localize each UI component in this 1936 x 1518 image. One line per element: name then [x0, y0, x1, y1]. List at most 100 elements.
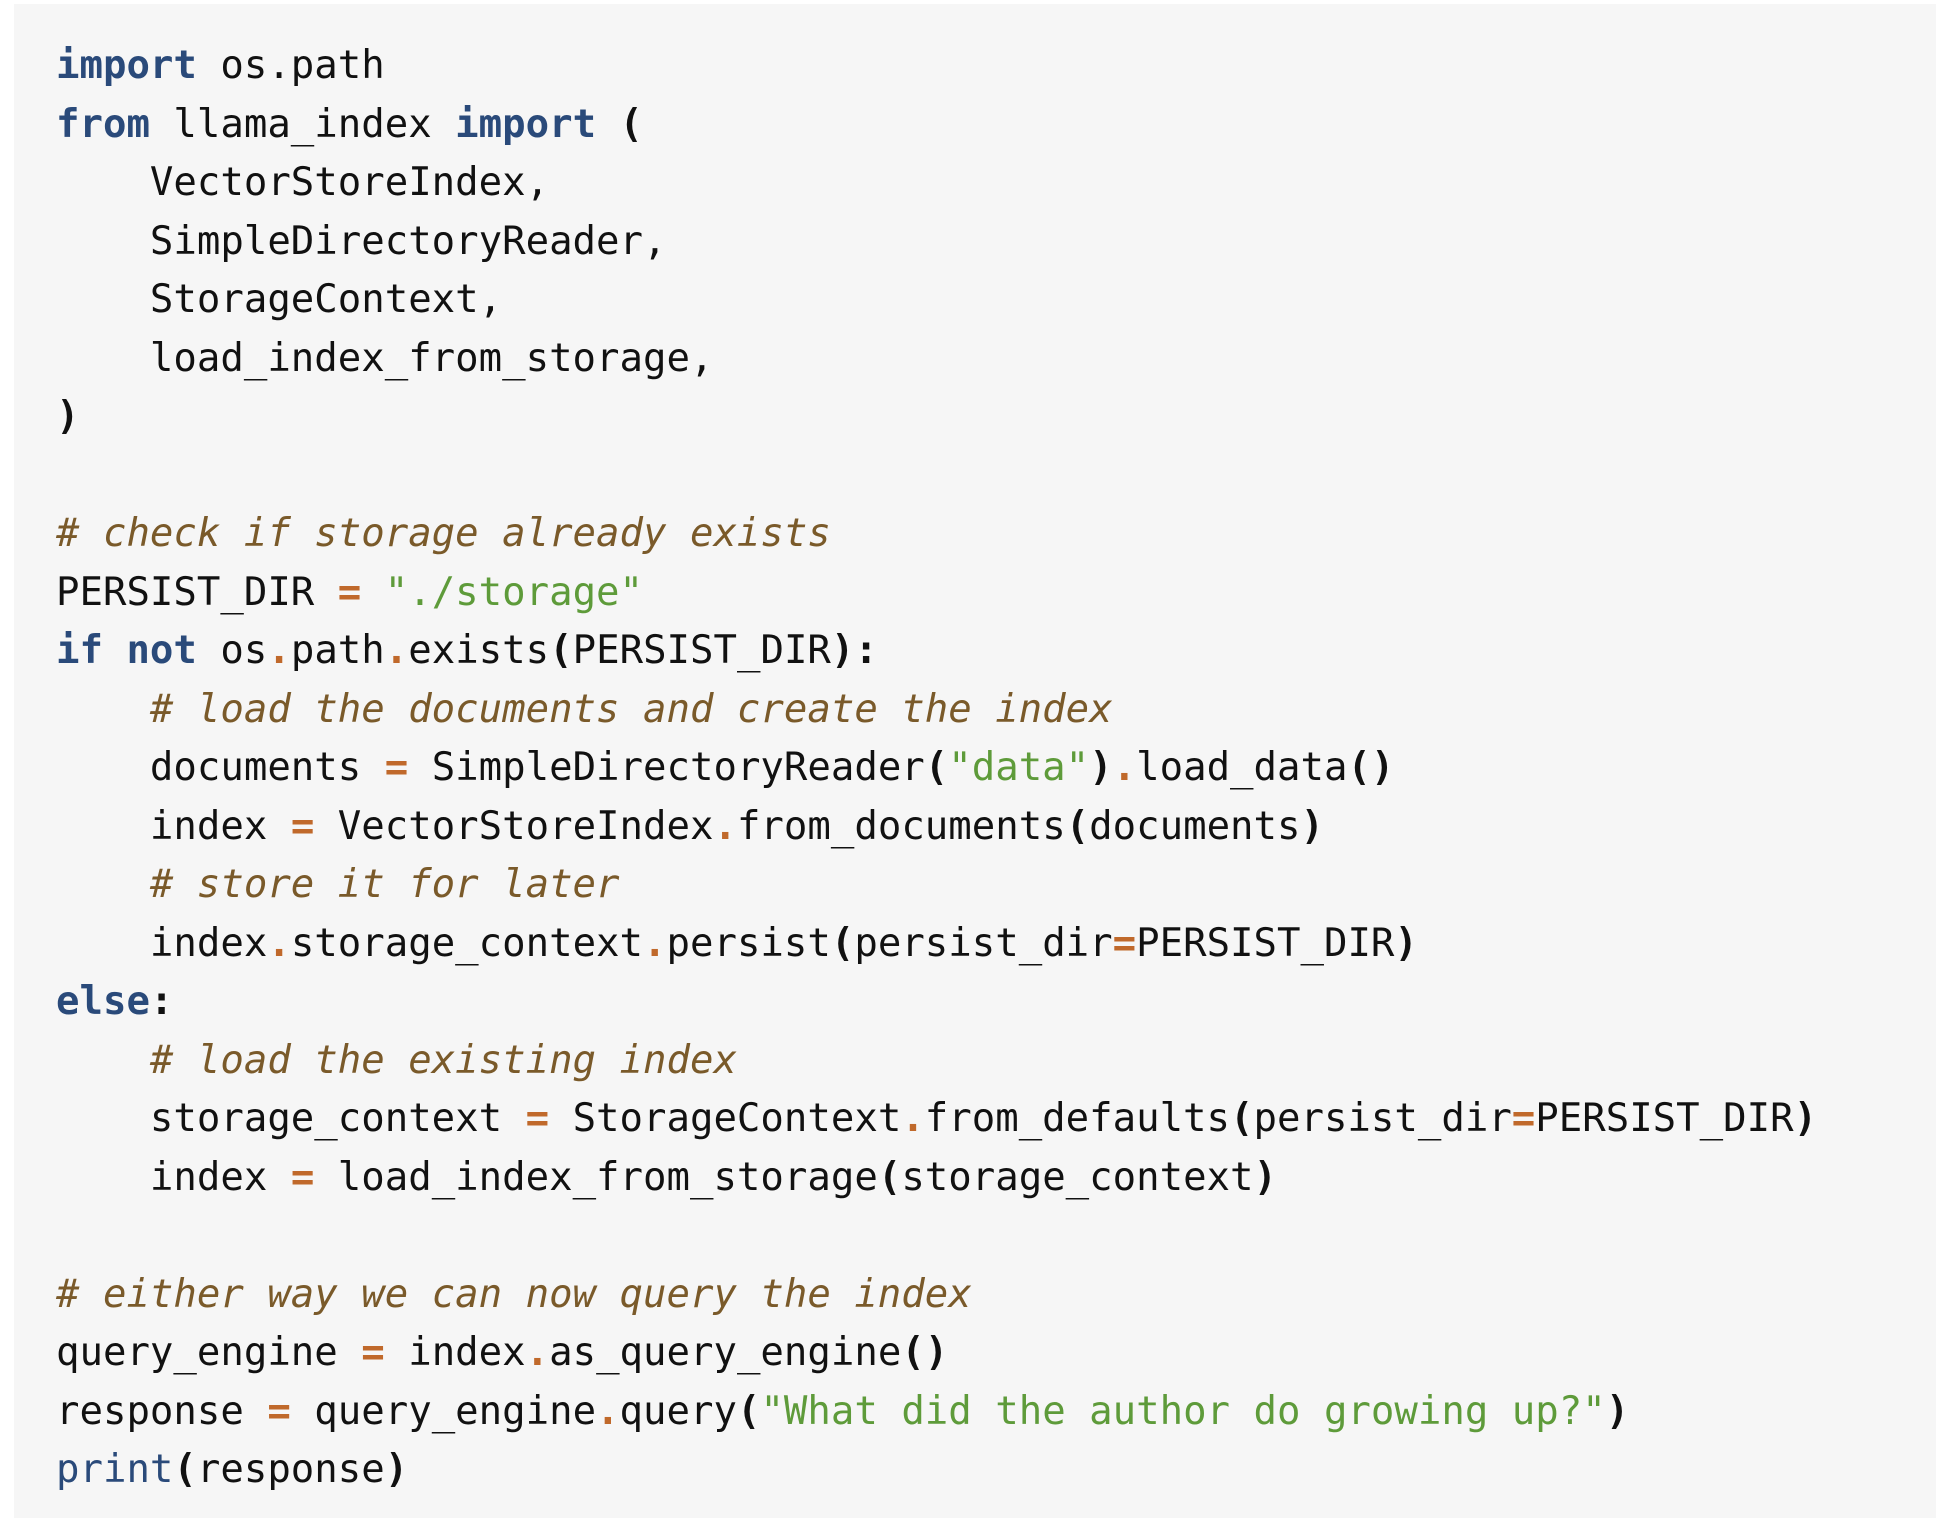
code-line: # either way we can now query the index — [56, 1266, 1936, 1325]
code-line: response = query_engine.query("What did … — [56, 1383, 1936, 1442]
code-token: index — [56, 803, 291, 849]
code-token: VectorStoreIndex, — [56, 160, 550, 205]
code-token: from — [56, 101, 150, 147]
code-line: query_engine = index.as_query_engine() — [56, 1324, 1936, 1383]
code-token: PERSIST_DIR — [572, 628, 831, 673]
code-token: documents — [56, 745, 385, 790]
code-token: ) — [1089, 745, 1113, 790]
code-token: from_documents — [736, 803, 1066, 849]
code-token: else — [56, 979, 150, 1024]
code-token: ): — [830, 628, 878, 673]
code-token: "What did the author do growing up?" — [760, 1388, 1606, 1434]
code-token: path — [290, 628, 385, 673]
code-token: = — [1112, 920, 1137, 966]
code-token: . — [525, 1330, 550, 1375]
code-token: # either way we can now query the index — [56, 1271, 972, 1317]
code-token: from_defaults — [924, 1096, 1231, 1141]
code-token: ( — [1065, 803, 1090, 849]
code-token: = — [525, 1096, 550, 1141]
code-token: index — [384, 1330, 526, 1375]
code-token: = — [361, 1330, 385, 1375]
code-token: ) — [56, 394, 80, 439]
code-token: ( — [924, 745, 949, 790]
code-line: import os.path — [56, 37, 1936, 96]
code-line: # load the documents and create the inde… — [56, 681, 1936, 740]
code-token: . — [901, 1096, 925, 1141]
code-token: "data" — [948, 745, 1090, 790]
code-token — [56, 1038, 150, 1083]
code-token: exists — [408, 628, 550, 673]
code-token: load_index_from_storage, — [56, 335, 714, 381]
code-token: = — [290, 1154, 315, 1200]
code-token — [56, 687, 150, 732]
code-token — [596, 102, 619, 147]
code-token: PERSIST_DIR — [56, 569, 338, 615]
code-token: storage_context — [290, 920, 644, 966]
code-token: index — [56, 1154, 291, 1200]
code-token: # load the existing index — [149, 1037, 737, 1083]
code-token: # store it for later — [149, 862, 620, 907]
code-token: . — [1112, 745, 1137, 790]
code-token: # check if storage already exists — [56, 511, 831, 556]
code-line: StorageContext, — [56, 271, 1936, 330]
code-line: storage_context = StorageContext.from_de… — [56, 1090, 1936, 1149]
code-token: ) — [384, 1447, 409, 1492]
code-token: . — [384, 628, 409, 673]
code-token: ( — [549, 628, 573, 673]
code-line: VectorStoreIndex, — [56, 154, 1936, 213]
code-token: PERSIST_DIR — [1535, 1096, 1794, 1141]
code-token: import — [455, 101, 597, 147]
code-token: = — [1511, 1096, 1536, 1141]
code-line: # load the existing index — [56, 1032, 1936, 1091]
code-token: if — [56, 628, 103, 673]
code-token: . — [643, 920, 667, 966]
code-token: ) — [1253, 1154, 1277, 1200]
code-token: response — [56, 1388, 268, 1434]
code-token: index — [56, 920, 268, 966]
code-token: os — [196, 628, 268, 673]
code-line — [56, 447, 1936, 506]
code-token: query_engine — [56, 1330, 362, 1375]
code-token: () — [1347, 745, 1395, 790]
code-token: ( — [1230, 1096, 1254, 1141]
code-token: storage_context — [901, 1154, 1254, 1200]
code-token: persist_dir — [1253, 1096, 1512, 1141]
code-line: SimpleDirectoryReader, — [56, 213, 1936, 272]
code-token: . — [596, 1388, 620, 1434]
code-token: ( — [736, 1388, 761, 1434]
code-token: StorageContext — [549, 1096, 902, 1141]
code-line: load_index_from_storage, — [56, 330, 1936, 389]
code-token: ( — [877, 1154, 902, 1200]
code-token: ( — [830, 920, 855, 966]
code-line: index.storage_context.persist(persist_di… — [56, 915, 1936, 974]
code-token: print — [56, 1447, 174, 1492]
code-token: persist_dir — [854, 920, 1113, 966]
code-token: os.path — [196, 43, 385, 88]
code-token: ( — [173, 1447, 197, 1492]
code-token: not — [126, 628, 197, 673]
code-token: ) — [1300, 803, 1324, 849]
code-token: llama_index — [149, 101, 456, 147]
code-token — [361, 570, 384, 615]
code-token: ) — [1394, 920, 1418, 966]
code-line: index = VectorStoreIndex.from_documents(… — [56, 798, 1936, 857]
code-token: StorageContext, — [56, 277, 503, 322]
code-token: import — [56, 43, 197, 88]
code-token: query — [619, 1388, 737, 1434]
code-line: if not os.path.exists(PERSIST_DIR): — [56, 622, 1936, 681]
code-line: PERSIST_DIR = "./storage" — [56, 564, 1936, 623]
code-token: VectorStoreIndex — [314, 803, 714, 849]
code-token: storage_context — [56, 1096, 526, 1141]
code-line: # check if storage already exists — [56, 505, 1936, 564]
code-token: documents — [1089, 803, 1301, 849]
code-line: # store it for later — [56, 856, 1936, 915]
code-token: persist — [666, 920, 831, 966]
code-token: "./storage" — [384, 569, 644, 615]
code-line: documents = SimpleDirectoryReader("data"… — [56, 739, 1936, 798]
code-token — [103, 628, 126, 673]
code-token: . — [713, 803, 737, 849]
code-token: = — [290, 803, 315, 849]
code-token: query_engine — [290, 1388, 597, 1434]
